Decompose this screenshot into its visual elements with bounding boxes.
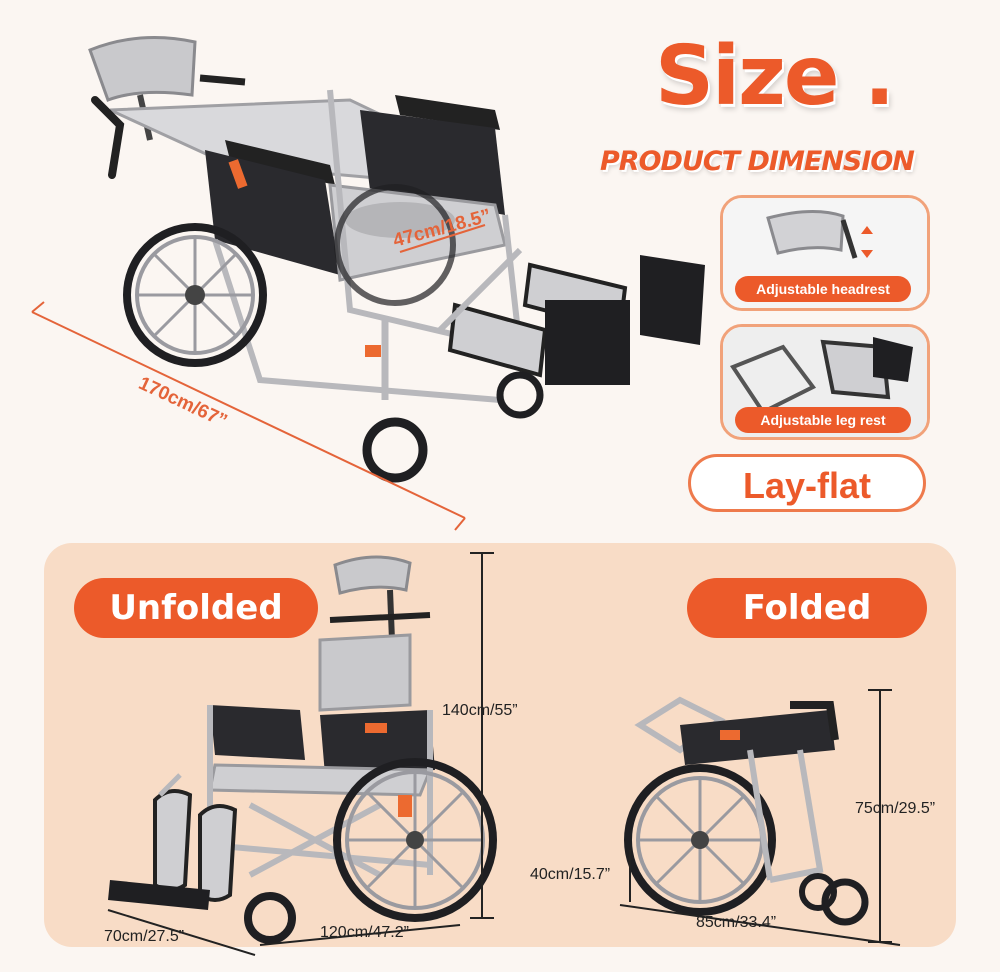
unfolded-length-dimension: 120cm/47.2”	[320, 924, 409, 941]
feature-label-headrest: Adjustable headrest	[735, 276, 911, 302]
feature-card-legrest: Adjustable leg rest	[720, 324, 930, 440]
lay-flat-badge: Lay-flat	[688, 454, 926, 512]
feature-label-legrest: Adjustable leg rest	[735, 407, 911, 433]
folded-width-dimension: 40cm/15.7”	[530, 866, 611, 883]
folded-length-dimension: 85cm/33.4”	[696, 914, 777, 931]
folded-wheelchair-illustration	[624, 696, 869, 926]
feature-card-headrest: Adjustable headrest	[720, 195, 930, 311]
unfolded-wheelchair-illustration	[108, 555, 497, 944]
unfolded-label: Unfolded	[74, 578, 318, 638]
unfolded-height-dimension: 140cm/55”	[442, 702, 518, 719]
page-subtitle: PRODUCT DIMENSION	[600, 146, 915, 177]
folded-height-dimension: 75cm/29.5”	[855, 800, 936, 817]
reclined-wheelchair-illustration	[31, 36, 705, 531]
folded-label: Folded	[687, 578, 927, 638]
page-title: Size .	[655, 29, 895, 124]
unfolded-width-dimension: 70cm/27.5”	[104, 928, 185, 945]
